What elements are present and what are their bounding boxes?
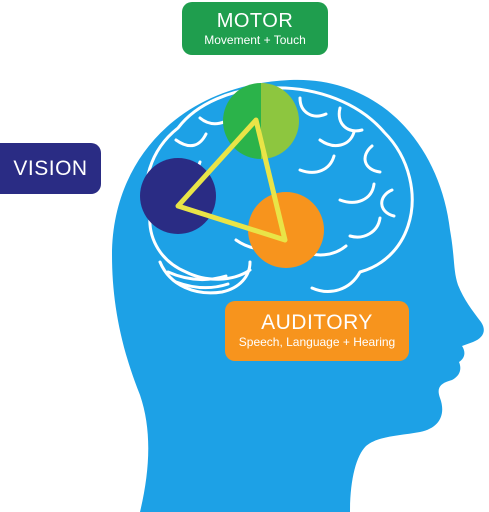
vision-label-box: VISION (0, 143, 101, 194)
auditory-title: AUDITORY (261, 311, 373, 334)
vision-title: VISION (13, 156, 88, 180)
vision-circle-icon (140, 158, 216, 234)
auditory-circle-icon (248, 192, 324, 268)
auditory-subtitle: Speech, Language + Hearing (238, 335, 396, 349)
motor-subtitle: Movement + Touch (204, 32, 306, 47)
motor-circle-icon (223, 83, 299, 159)
motor-title: MOTOR (216, 9, 294, 32)
head-silhouette-icon (112, 79, 484, 512)
auditory-label-box: AUDITORY Speech, Language + Hearing (225, 301, 409, 361)
connection-triangle-icon (175, 117, 288, 243)
motor-label-box: MOTOR Movement + Touch (182, 2, 328, 55)
